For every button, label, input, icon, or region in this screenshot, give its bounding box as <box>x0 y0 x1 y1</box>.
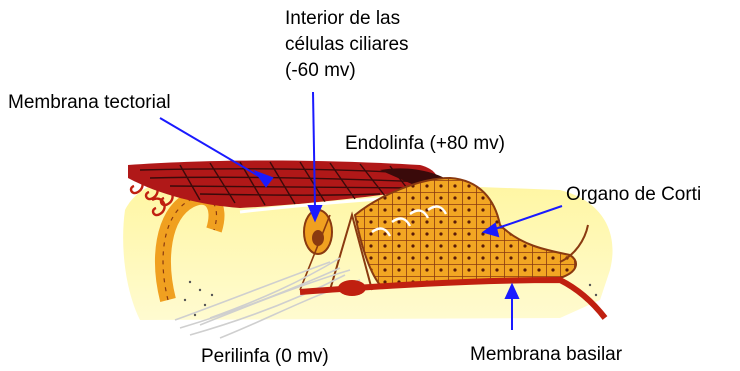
label-tectorial-membrane: Membrana tectorial <box>8 90 171 116</box>
label-perilymph: Perilinfa (0 mv) <box>201 344 329 370</box>
label-endolymph: Endolinfa (+80 mv) <box>345 131 505 157</box>
label-basilar-membrane: Membrana basilar <box>470 342 622 368</box>
label-organ-of-corti: Organo de Corti <box>566 182 701 208</box>
label-hair-cell-interior: Interior de las células ciliares (-60 mv… <box>285 6 485 84</box>
